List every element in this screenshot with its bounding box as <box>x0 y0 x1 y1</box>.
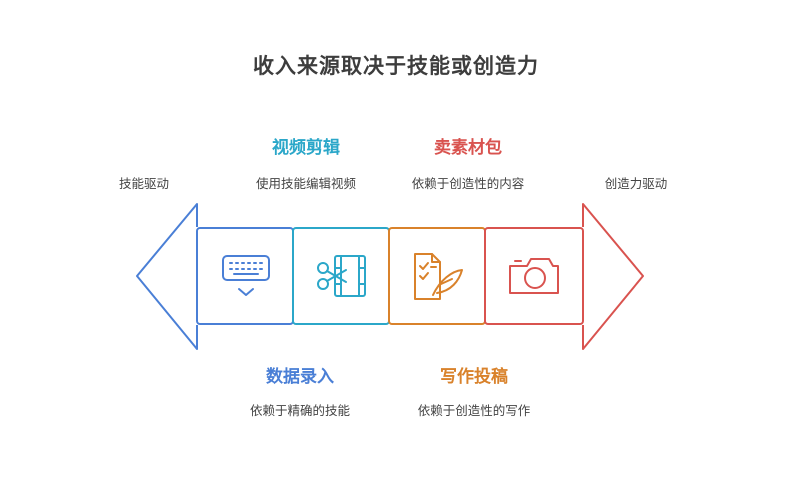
left-arrow-head <box>136 203 198 350</box>
diagram-title: 收入来源取决于技能或创造力 <box>253 54 539 78</box>
item-desc-video: 使用技能编辑视频 <box>255 176 356 191</box>
segment-writing <box>388 227 486 325</box>
right-arrow-head <box>582 203 644 350</box>
right-end-label: 创造力驱动 <box>604 176 668 191</box>
item-heading-data-entry: 数据录入 <box>266 367 334 387</box>
item-heading-assets: 卖素材包 <box>434 138 502 158</box>
item-heading-writing: 写作投稿 <box>440 367 508 387</box>
item-desc-writing: 依赖于创造性的写作 <box>417 403 531 418</box>
item-desc-data-entry: 依赖于精确的技能 <box>249 403 350 418</box>
item-desc-assets: 依赖于创造性的内容 <box>411 176 525 191</box>
segment-data-entry <box>196 227 294 325</box>
keyboard-icon <box>222 255 270 296</box>
writing-icon <box>414 253 463 300</box>
left-end-label: 技能驱动 <box>118 176 169 191</box>
item-heading-video: 视频剪辑 <box>272 138 340 158</box>
segment-assets <box>484 227 584 325</box>
camera-icon <box>509 258 559 294</box>
video-edit-icon <box>317 255 366 297</box>
